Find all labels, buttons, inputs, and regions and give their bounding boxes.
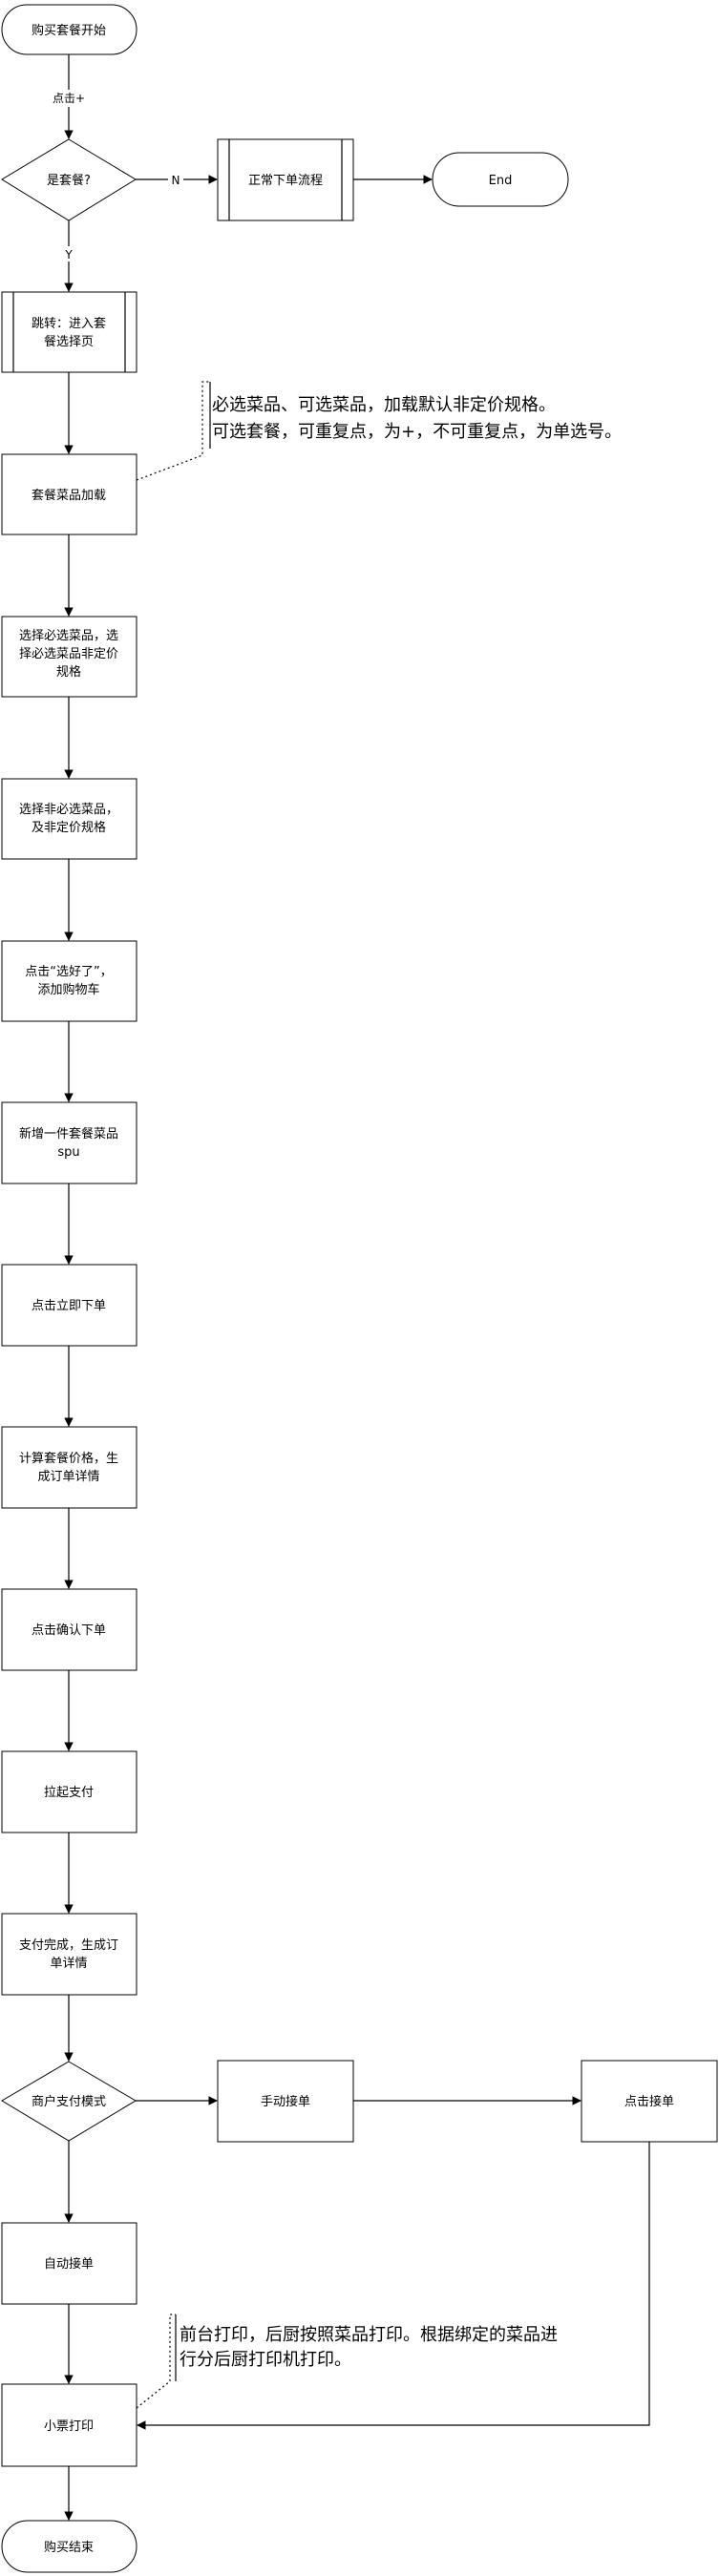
node-payment-mode-decision: 商户支付模式: [1, 2061, 137, 2142]
annotation-print-line-2: 行分后厨打印机打印。: [180, 2350, 351, 2370]
node-click-accept: 点击接单: [581, 2060, 718, 2143]
node-load-package-dishes: 套餐菜品加载: [1, 453, 137, 535]
node-receipt-print: 小票打印: [1, 2383, 137, 2467]
edge-label-bg: [44, 90, 94, 107]
node-manual-accept: 手动接单: [217, 2060, 354, 2143]
node-calc-label-line-2: 成订单详情: [37, 1470, 99, 1484]
node-jump-label-line-2: 餐选择页: [44, 334, 94, 349]
node-pay-label: 拉起支付: [44, 1786, 94, 1800]
node-paid-label-line-1: 支付完成，生成订: [19, 1938, 118, 1953]
node-mode-label: 商户支付模式: [32, 2094, 106, 2109]
node-confirm-label: 点击确认下单: [32, 1623, 106, 1638]
node-jump-label-line-1: 跳转：进入套: [32, 316, 106, 331]
node-is-package-label: 是套餐?: [47, 173, 91, 188]
node-payment-complete: 支付完成，生成订 单详情: [1, 1913, 137, 1996]
node-add-label-line-1: 新增一件套餐菜品: [19, 1126, 118, 1141]
node-confirm-order: 点击确认下单: [1, 1588, 137, 1671]
node-select-required: 选择必选菜品，选 择必选菜品非定价 规格: [1, 616, 137, 698]
annotation-load-line-2: 可选套餐，可重复点，为+，不可重复点，为单选号。: [212, 422, 622, 442]
node-add-package-spu: 新增一件套餐菜品 spu: [1, 1101, 137, 1184]
node-start-payment: 拉起支付: [1, 1750, 137, 1833]
edge-label-no: N: [172, 174, 180, 187]
node-auto-accept: 自动接单: [1, 2222, 137, 2305]
edge-accept-to-receipt: [137, 2142, 650, 2430]
node-end-label: 购买结束: [44, 2540, 94, 2555]
node-end: 购买结束: [1, 2520, 137, 2573]
node-required-label-line-1: 选择必选菜品，选: [19, 629, 118, 643]
node-required-label-line-3: 规格: [56, 664, 81, 680]
node-optional-label-line-1: 选择非必选菜品，: [19, 803, 118, 817]
node-start: 购买套餐开始: [1, 4, 137, 55]
edge-label-bg: [61, 246, 76, 262]
node-order-now: 点击立即下单: [1, 1264, 137, 1347]
node-end-top: End: [432, 152, 569, 207]
node-click-accept-label: 点击接单: [624, 2094, 674, 2109]
node-add-label-line-2: spu: [57, 1145, 79, 1160]
node-done-label-line-1: 点击“选好了”，: [25, 965, 112, 979]
node-done-add-cart: 点击“选好了”， 添加购物车: [1, 940, 137, 1022]
edge-label-click-plus: 点击+: [53, 92, 85, 105]
node-receipt-label: 小票打印: [44, 2419, 94, 2434]
edge-label-yes: Y: [64, 248, 73, 262]
node-load-label: 套餐菜品加载: [32, 488, 106, 503]
node-required-label-line-2: 择必选菜品非定价: [19, 647, 118, 661]
annotation-print-note: 前台打印，后厨按照菜品打印。根据绑定的菜品进 行分后厨打印机打印。: [136, 2314, 558, 2409]
node-end-top-label: End: [489, 174, 513, 188]
node-calc-price: 计算套餐价格，生 成订单详情: [1, 1426, 137, 1509]
annotation-load-line-1: 必选菜品、可选菜品，加载默认非定价规格。: [212, 395, 556, 415]
node-auto-label: 自动接单: [44, 2256, 94, 2272]
node-optional-label-line-2: 及非定价规格: [32, 820, 106, 835]
node-start-label: 购买套餐开始: [32, 23, 106, 38]
annotation-print-line-1: 前台打印，后厨按照菜品打印。根据绑定的菜品进: [180, 2325, 558, 2345]
node-select-optional: 选择非必选菜品， 及非定价规格: [1, 778, 137, 860]
connectors: [64, 54, 650, 2521]
edge-label-bg: [168, 172, 183, 187]
node-normal-order-flow: 正常下单流程: [217, 138, 354, 221]
node-calc-label-line-1: 计算套餐价格，生: [19, 1451, 118, 1466]
node-done-label-line-2: 添加购物车: [37, 982, 99, 997]
node-is-package-decision: 是套餐?: [1, 138, 137, 221]
node-normal-flow-label: 正常下单流程: [248, 174, 323, 188]
node-paid-label-line-2: 单详情: [50, 1957, 87, 1971]
node-jump-to-package-page: 跳转：进入套 餐选择页: [1, 291, 137, 373]
node-order-now-label: 点击立即下单: [32, 1299, 106, 1313]
node-manual-label: 手动接单: [261, 2094, 310, 2109]
annotation-load-note: 必选菜品、可选菜品，加载默认非定价规格。 可选套餐，可重复点，为+，不可重复点，…: [136, 381, 622, 481]
